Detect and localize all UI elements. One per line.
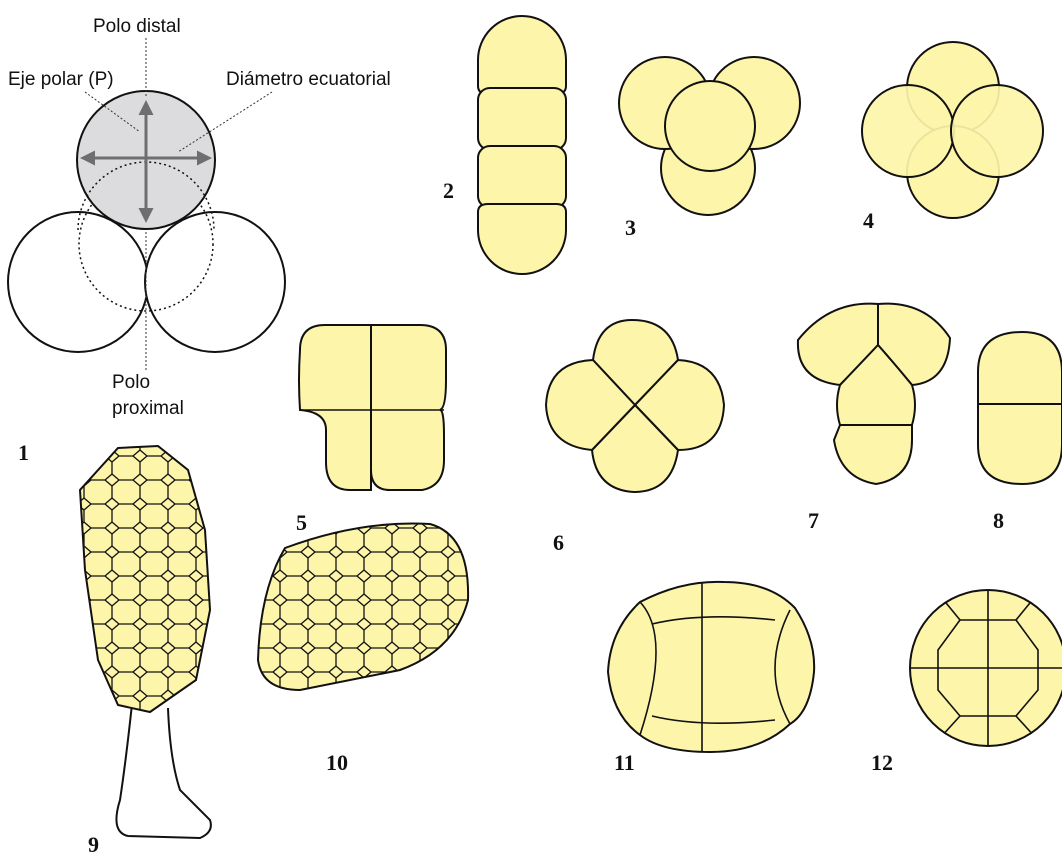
figure-number-2: 2: [443, 178, 454, 203]
figure-number-1: 1: [18, 440, 29, 465]
figure-2-linear-tetrad: 2: [443, 15, 567, 275]
massula-stalk: [115, 703, 212, 840]
lower-right-grain: [144, 211, 286, 353]
figure-3-tetrahedral-tetrad: 3: [618, 56, 801, 240]
proximal-label: proximal: [112, 398, 184, 419]
figure-number-4: 4: [863, 208, 874, 233]
figure-10-massula: 10: [256, 522, 470, 775]
figure-6-decussate-tetrad: 6: [544, 318, 726, 555]
figure-8-dyad: 8: [977, 330, 1062, 533]
figure-number-8: 8: [993, 508, 1004, 533]
figure-1-tetrad-diagram: Polo distal Eje polar (P) Diámetro ecuat…: [7, 16, 391, 465]
figure-12-polyad: 12: [871, 589, 1062, 775]
polo-label: Polo: [112, 372, 150, 393]
figure-number-6: 6: [553, 530, 564, 555]
lower-left-grain: [7, 211, 149, 353]
figure-number-11: 11: [614, 750, 635, 775]
figure-4-rhomboidal-tetrad: 4: [861, 41, 1044, 233]
figure-number-9: 9: [88, 832, 99, 856]
figure-7-t-tetrad: 7: [796, 302, 952, 533]
figure-number-12: 12: [871, 750, 893, 775]
eje-polar-label: Eje polar (P): [8, 69, 114, 90]
diametro-ecuatorial-label: Diámetro ecuatorial: [226, 69, 391, 90]
figure-number-10: 10: [326, 750, 348, 775]
figure-11-polyad: 11: [606, 580, 816, 775]
eje-polar-leader: [84, 91, 141, 133]
figure-9-massula: 9: [78, 444, 212, 856]
figure-number-7: 7: [808, 508, 819, 533]
figure-number-5: 5: [296, 510, 307, 535]
figure-5-square-tetrad: 5: [296, 324, 447, 535]
diametro-leader: [177, 91, 273, 153]
polo-distal-label: Polo distal: [93, 16, 181, 37]
figure-number-3: 3: [625, 215, 636, 240]
